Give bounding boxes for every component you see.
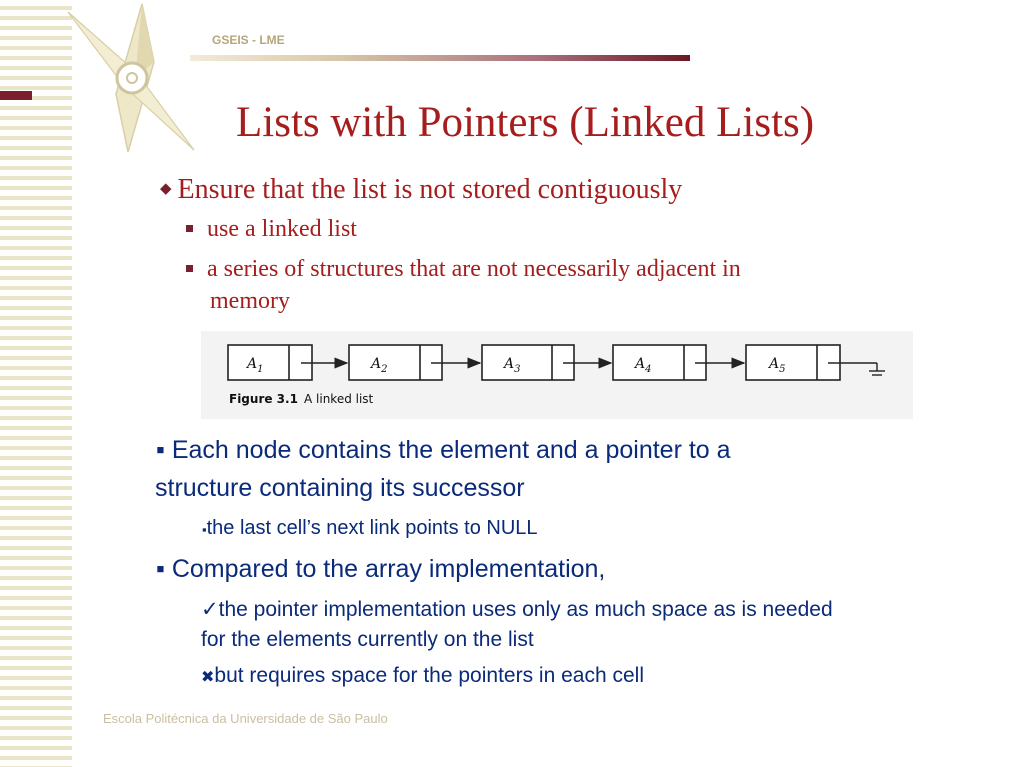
body-point-continuation: structure containing its successor [155,474,525,502]
footer-text: Escola Politécnica da Universidade de Sã… [103,711,388,726]
figure-caption-label: Figure 3.1 [229,392,298,406]
square-bullet-icon [186,225,193,232]
body-sub-point: ✓the pointer implementation uses only as… [201,597,833,622]
node-2-label: A2 [369,356,388,375]
body-sub-point-text: the last cell’s next link points to NULL [206,517,538,539]
node-5: A5 [745,344,841,381]
square-bullet-icon: ▪ [156,555,165,583]
square-bullet-icon [186,265,193,272]
compass-logo-icon [67,3,195,153]
node-1-label: A1 [245,356,264,375]
linked-list-diagram: A1 A2 A3 A4 A5 [227,344,885,406]
header-rule [190,55,690,61]
square-bullet-icon: ▪ [202,522,207,537]
body-sub-point-continuation: for the elements currently on the list [201,628,534,651]
body-sub-point: ▪the last cell’s next link points to NUL… [202,517,538,540]
cross-icon: ✖ [201,669,215,686]
body-sub-point: ✖but requires space for the pointers in … [201,664,644,688]
body-sub-point-text: but requires space for the pointers in e… [214,664,644,687]
square-bullet-icon: ▪ [156,436,165,464]
body-sub-point-text: the pointer implementation uses only as … [218,598,833,621]
node-2: A2 [348,344,443,381]
sub-bullet-item: use a linked list [186,216,357,243]
node-4: A4 [612,344,707,381]
accent-marker [0,91,32,100]
node-1: A1 [227,344,313,381]
body-point: ▪ Each node contains the element and a p… [156,436,731,465]
sub-bullet-text: use a linked list [207,216,357,242]
linked-list-figure: A1 A2 A3 A4 A5 [201,331,913,419]
slide-title: Lists with Pointers (Linked Lists) [236,99,815,146]
header-label: GSEIS - LME [212,33,285,47]
node-3-label: A3 [502,356,521,375]
check-icon: ✓ [201,598,219,621]
decorative-stripes [0,0,72,767]
body-point-text: Each node contains the element and a poi… [171,436,731,464]
sub-bullet-text: a series of structures that are not nece… [207,256,741,282]
body-point-text: Compared to the array implementation, [171,555,606,583]
bullet-text: Ensure that the list is not stored conti… [177,174,683,205]
figure-caption-text: A linked list [304,392,374,406]
sub-bullet-continuation: memory [210,288,290,314]
node-3: A3 [481,344,575,381]
node-4-label: A4 [633,356,652,375]
node-5-label: A5 [767,356,786,375]
bullet-item: ◆ Ensure that the list is not stored cont… [160,174,682,206]
body-point: ▪ Compared to the array implementation, [156,555,605,584]
sub-bullet-item: a series of structures that are not nece… [186,256,741,283]
null-ground-symbol [828,362,885,376]
diamond-bullet-icon: ◆ [160,181,172,197]
